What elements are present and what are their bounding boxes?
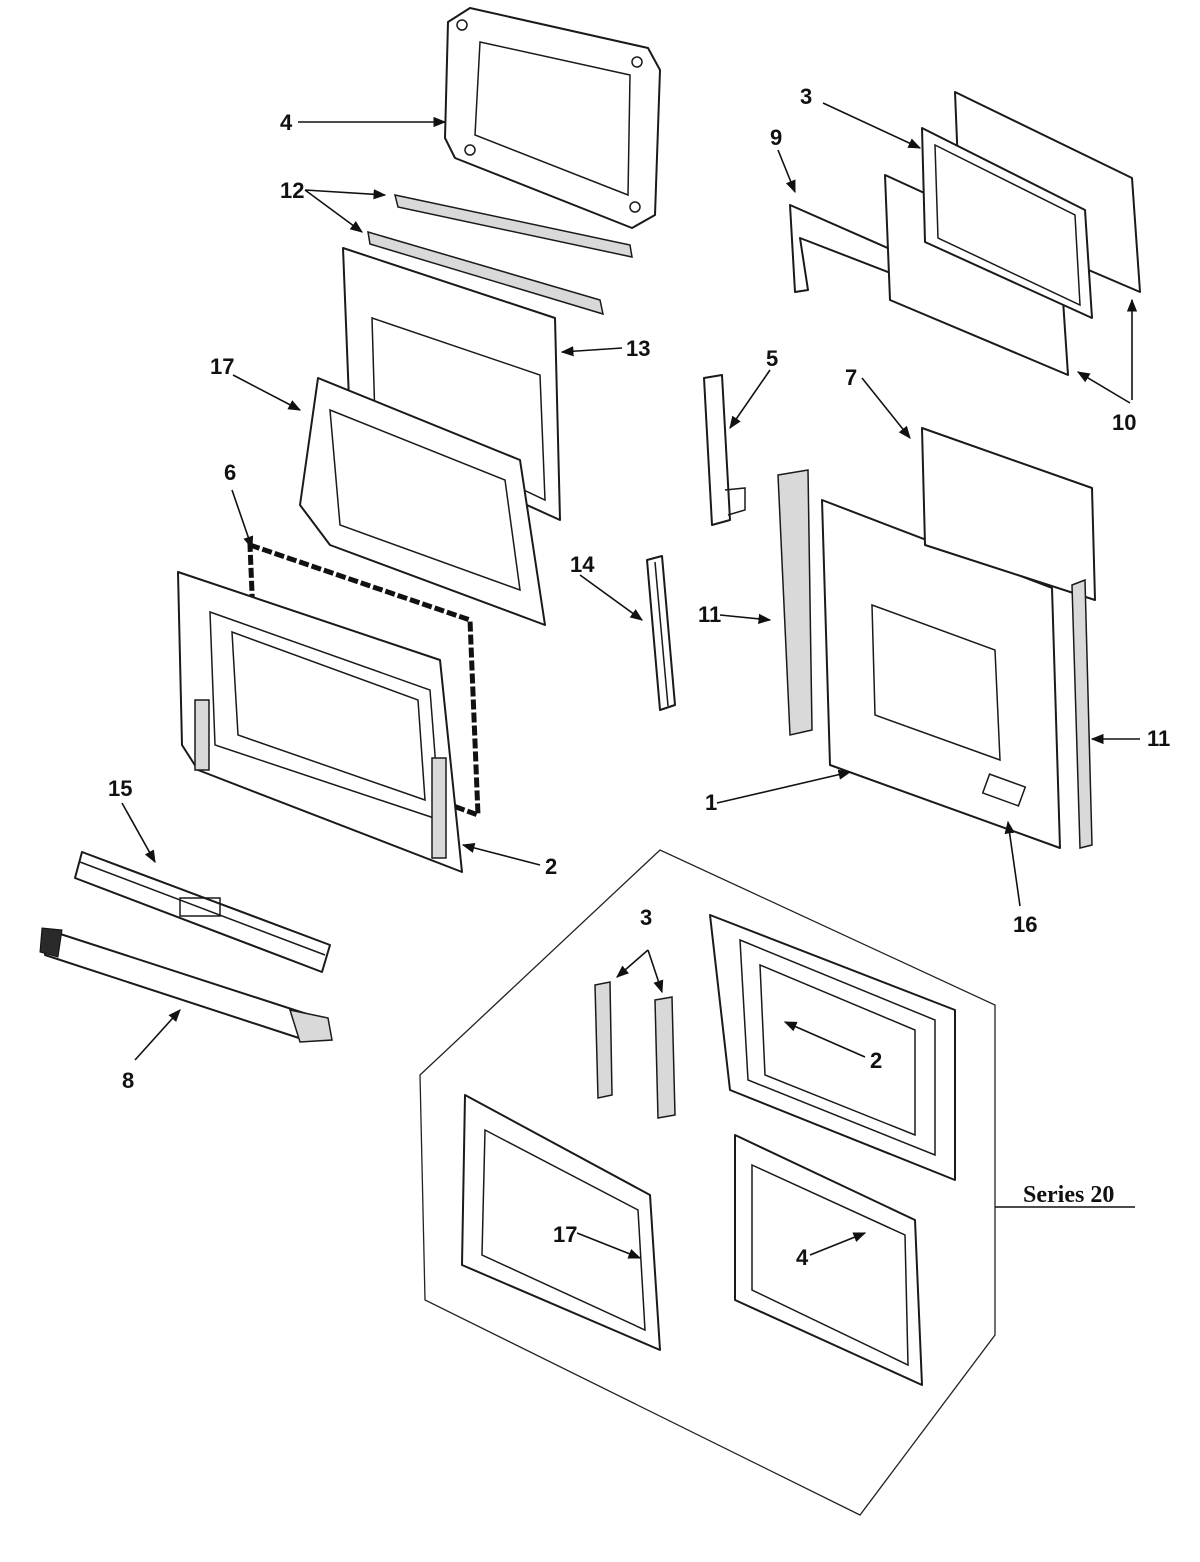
part-12-brackets	[367, 194, 633, 316]
callout-series-17: 17	[553, 1222, 577, 1247]
part-2-inner-door-panel	[177, 571, 463, 873]
series-label: Series 20	[1023, 1182, 1114, 1208]
callout-5: 5	[766, 346, 778, 371]
callout-1: 1	[705, 790, 717, 815]
part-15-handle-trim	[74, 851, 331, 973]
part-8-door-handle	[39, 927, 333, 1043]
series-part-4-trim-frame	[734, 1134, 923, 1386]
part-17-window-frame	[299, 377, 546, 626]
callout-10: 10	[1112, 410, 1136, 435]
callout-labels: 4 12 13 17 6 15 8 2 14 5 7 11 11 1 16 9 …	[108, 84, 1170, 1270]
callout-9: 9	[770, 125, 782, 150]
leader-lines	[121, 102, 1140, 1259]
callout-7: 7	[845, 365, 857, 390]
callout-6: 6	[224, 460, 236, 485]
callout-series-3: 3	[640, 905, 652, 930]
callout-14: 14	[570, 552, 595, 577]
part-3-glass-frame	[921, 127, 1093, 319]
part-13-inner-glass	[342, 247, 561, 521]
callout-16: 16	[1013, 912, 1037, 937]
part-5-hinge-channel	[703, 374, 746, 526]
callout-series-2: 2	[870, 1048, 882, 1073]
series-part-17-window-frame	[461, 1094, 661, 1351]
part-4-door-trim-frame	[444, 7, 661, 229]
callout-3: 3	[800, 84, 812, 109]
callout-8: 8	[122, 1068, 134, 1093]
callout-11-right: 11	[1147, 726, 1170, 751]
callout-17: 17	[210, 354, 234, 379]
part-7-outer-glass	[921, 427, 1096, 601]
series-part-3-brackets	[594, 981, 676, 1119]
callout-4: 4	[280, 110, 293, 135]
callout-series-4: 4	[796, 1245, 809, 1270]
part-11-side-trim-left	[777, 469, 813, 736]
callout-11-left: 11	[698, 602, 721, 627]
callout-13: 13	[626, 336, 650, 361]
part-14-side-bracket	[646, 555, 676, 711]
callout-15: 15	[108, 776, 132, 801]
part-11-side-trim-right	[1071, 578, 1093, 849]
callout-12: 12	[280, 178, 304, 203]
series-20-inset-box	[419, 849, 996, 1516]
series-part-2-inner-panel	[709, 914, 956, 1181]
callout-2: 2	[545, 854, 557, 879]
